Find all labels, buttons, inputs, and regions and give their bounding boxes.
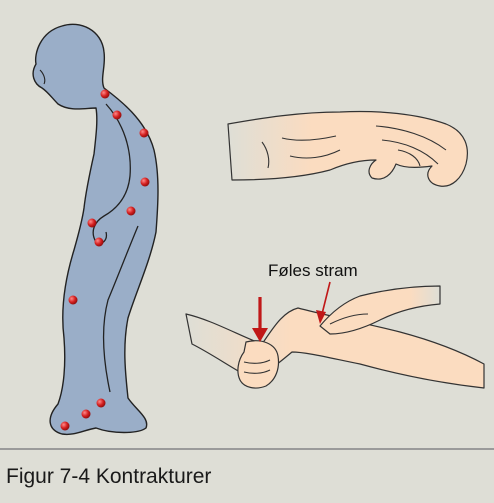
contracture-illustration	[0, 0, 494, 448]
feels-tight-label: Føles stram	[268, 261, 358, 281]
marker-dot	[69, 296, 78, 305]
marker-dot	[61, 422, 70, 431]
marker-dot	[140, 129, 149, 138]
marker-dot	[113, 111, 122, 120]
marker-dot	[97, 399, 106, 408]
contracted-hand	[228, 112, 467, 187]
marker-dot	[95, 238, 104, 247]
marker-dot	[127, 207, 136, 216]
marker-dot	[141, 178, 150, 187]
hand-silhouette	[228, 112, 467, 187]
marker-dot	[82, 410, 91, 419]
marker-dot	[101, 90, 110, 99]
figure-caption-bar: Figur 7-4 Kontrakturer	[0, 448, 494, 503]
marker-dot	[88, 219, 97, 228]
figure-caption: Figur 7-4 Kontrakturer	[6, 465, 211, 489]
child-body-silhouette	[33, 24, 158, 434]
pointer-arrow-shaft	[322, 282, 330, 314]
arm-examination	[186, 286, 484, 388]
child-figure	[33, 24, 158, 434]
